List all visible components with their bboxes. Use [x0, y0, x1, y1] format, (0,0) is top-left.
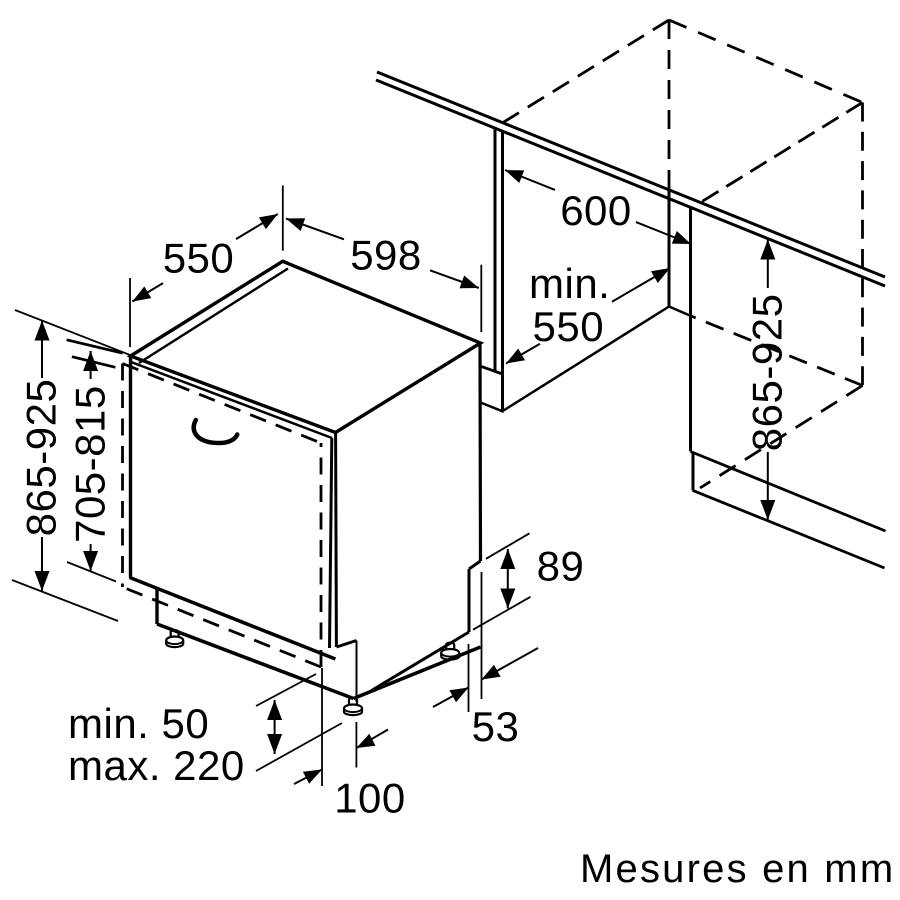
svg-text:100: 100 [334, 775, 406, 822]
svg-text:705-815: 705-815 [67, 385, 114, 543]
svg-text:865-925: 865-925 [18, 379, 65, 537]
svg-text:550: 550 [163, 235, 235, 282]
svg-text:598: 598 [350, 232, 422, 279]
svg-text:max. 220: max. 220 [68, 742, 245, 789]
svg-text:550: 550 [533, 303, 605, 350]
svg-text:600: 600 [560, 187, 632, 234]
svg-text:53: 53 [472, 703, 520, 750]
svg-text:min. 50: min. 50 [68, 700, 209, 747]
svg-text:89: 89 [537, 543, 585, 590]
svg-text:Mesures en mm: Mesures en mm [580, 847, 895, 891]
svg-text:865-925: 865-925 [743, 294, 790, 452]
svg-text:min.: min. [529, 260, 610, 307]
